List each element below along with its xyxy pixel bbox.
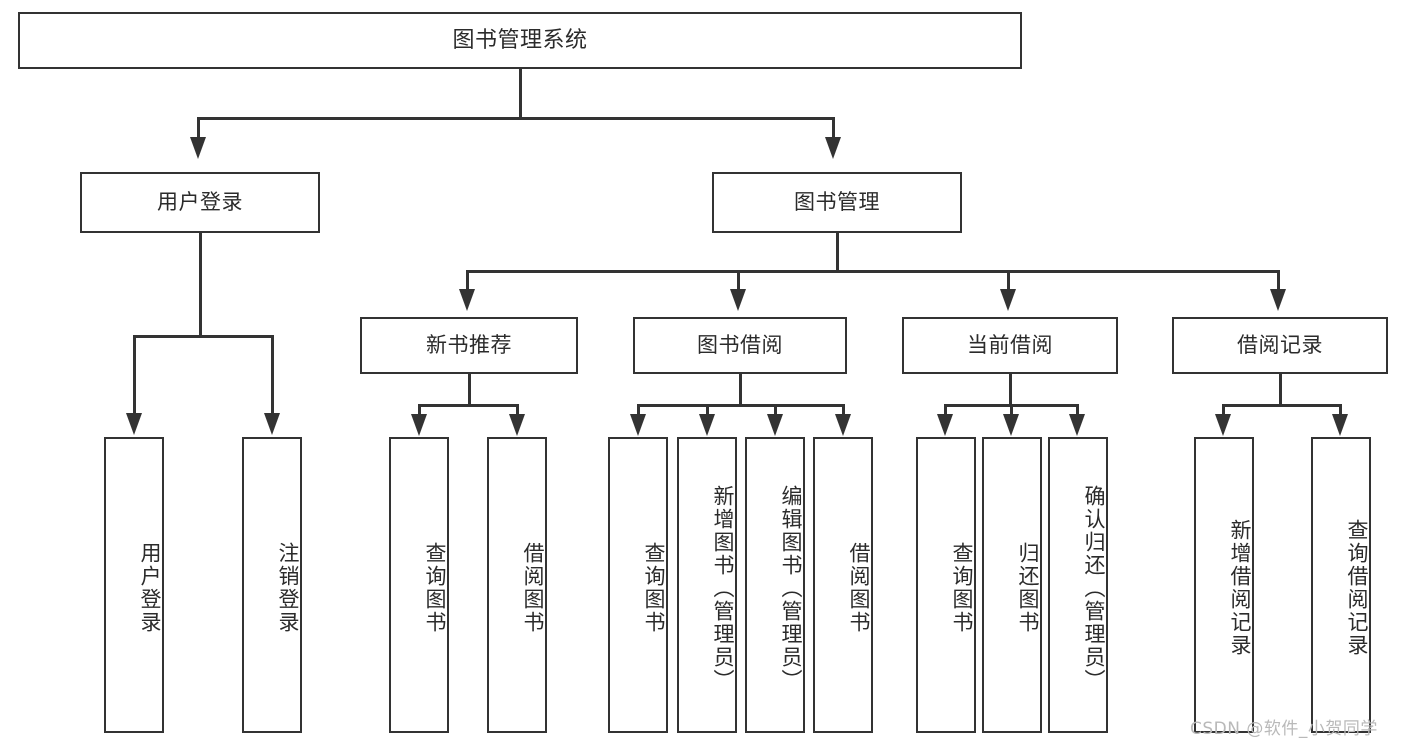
connector-recommend-bar [418,404,518,407]
connector-book-mgmt-to-record [1277,270,1280,292]
leaf-current-return-book[interactable]: 归还图书 [982,437,1042,733]
connector-recommend-to-leaf-2 [516,404,519,416]
node-book-management[interactable]: 图书管理 [712,172,962,233]
connector-record-to-leaf-1 [1222,404,1225,416]
arrow-user-login-to-leaf-2 [264,413,280,435]
connector-user-login-trunk [199,233,202,335]
connector-root-bar [197,117,834,120]
connector-recommend-to-leaf-1 [418,404,421,416]
leaf-label: 借阅图书 [521,542,545,634]
leaf-user-login-logout[interactable]: 注销登录 [242,437,302,733]
node-current-borrow[interactable]: 当前借阅 [902,317,1118,374]
connector-borrow-to-leaf-3 [774,404,777,416]
connector-borrow-to-leaf-4 [842,404,845,416]
arrow-borrow-to-leaf-3 [767,414,783,436]
leaf-label: 查询图书 [423,542,447,634]
arrow-record-to-leaf-1 [1215,414,1231,436]
arrow-book-mgmt-to-current [1000,289,1016,311]
arrow-root-to-user-login [190,137,206,159]
connector-book-mgmt-bar [466,270,1278,273]
connector-root-to-book-mgmt [832,117,835,139]
connector-book-mgmt-to-current [1007,270,1010,292]
leaf-label: 查询图书 [950,542,974,634]
leaf-borrow-query-book[interactable]: 查询图书 [608,437,668,733]
connector-root-to-user-login [197,117,200,139]
connector-current-to-leaf-2 [1010,404,1013,416]
leaf-borrow-borrow-book[interactable]: 借阅图书 [813,437,873,733]
leaf-current-query-book[interactable]: 查询图书 [916,437,976,733]
arrow-current-to-leaf-1 [937,414,953,436]
arrow-borrow-to-leaf-4 [835,414,851,436]
arrow-book-mgmt-to-record [1270,289,1286,311]
connector-current-to-leaf-1 [944,404,947,416]
connector-book-mgmt-to-borrow [737,270,740,292]
arrow-borrow-to-leaf-2 [699,414,715,436]
connector-borrow-bar [637,404,843,407]
leaf-recommend-query-book[interactable]: 查询图书 [389,437,449,733]
connector-user-login-to-leaf-1 [133,335,136,415]
node-user-login[interactable]: 用户登录 [80,172,320,233]
arrow-recommend-to-leaf-2 [509,414,525,436]
connector-record-trunk [1279,374,1282,405]
leaf-label: 注销登录 [276,542,300,634]
arrow-recommend-to-leaf-1 [411,414,427,436]
csdn-watermark: CSDN @软件_小贺同学 [1190,719,1378,739]
connector-borrow-to-leaf-1 [637,404,640,416]
connector-book-mgmt-to-recommend [466,270,469,292]
arrow-root-to-book-mgmt [825,137,841,159]
connector-record-to-leaf-2 [1339,404,1342,416]
connector-record-bar [1222,404,1341,407]
leaf-recommend-borrow-book[interactable]: 借阅图书 [487,437,547,733]
node-new-book-recommend[interactable]: 新书推荐 [360,317,578,374]
connector-user-login-to-leaf-2 [271,335,274,415]
arrow-record-to-leaf-2 [1332,414,1348,436]
connector-recommend-trunk [468,374,471,405]
leaf-label: 确认归还（管理员） [1082,484,1106,692]
leaf-label: 用户登录 [138,542,162,634]
arrow-current-to-leaf-3 [1069,414,1085,436]
arrow-borrow-to-leaf-1 [630,414,646,436]
connector-current-trunk [1009,374,1012,405]
node-borrow-record[interactable]: 借阅记录 [1172,317,1388,374]
connector-borrow-to-leaf-2 [706,404,709,416]
leaf-label: 借阅图书 [847,542,871,634]
connector-book-mgmt-trunk [836,233,839,271]
leaf-borrow-edit-book-admin[interactable]: 编辑图书（管理员） [745,437,805,733]
arrow-book-mgmt-to-borrow [730,289,746,311]
arrow-book-mgmt-to-recommend [459,289,475,311]
connector-borrow-trunk [739,374,742,405]
leaf-label: 新增借阅记录 [1228,519,1252,657]
connector-user-login-bar [133,335,273,338]
leaf-label: 查询借阅记录 [1345,519,1369,657]
connector-root-trunk [519,69,522,117]
arrow-user-login-to-leaf-1 [126,413,142,435]
leaf-label: 归还图书 [1016,542,1040,634]
leaf-record-query-record[interactable]: 查询借阅记录 [1311,437,1371,733]
leaf-label: 查询图书 [642,542,666,634]
leaf-label: 新增图书（管理员） [711,484,735,692]
leaf-borrow-add-book-admin[interactable]: 新增图书（管理员） [677,437,737,733]
leaf-label: 编辑图书（管理员） [779,484,803,692]
arrow-current-to-leaf-2 [1003,414,1019,436]
leaf-user-login-login[interactable]: 用户登录 [104,437,164,733]
leaf-record-add-record[interactable]: 新增借阅记录 [1194,437,1254,733]
leaf-current-confirm-return-admin[interactable]: 确认归还（管理员） [1048,437,1108,733]
node-root-system[interactable]: 图书管理系统 [18,12,1022,69]
connector-current-to-leaf-3 [1076,404,1079,416]
node-book-borrow[interactable]: 图书借阅 [633,317,847,374]
